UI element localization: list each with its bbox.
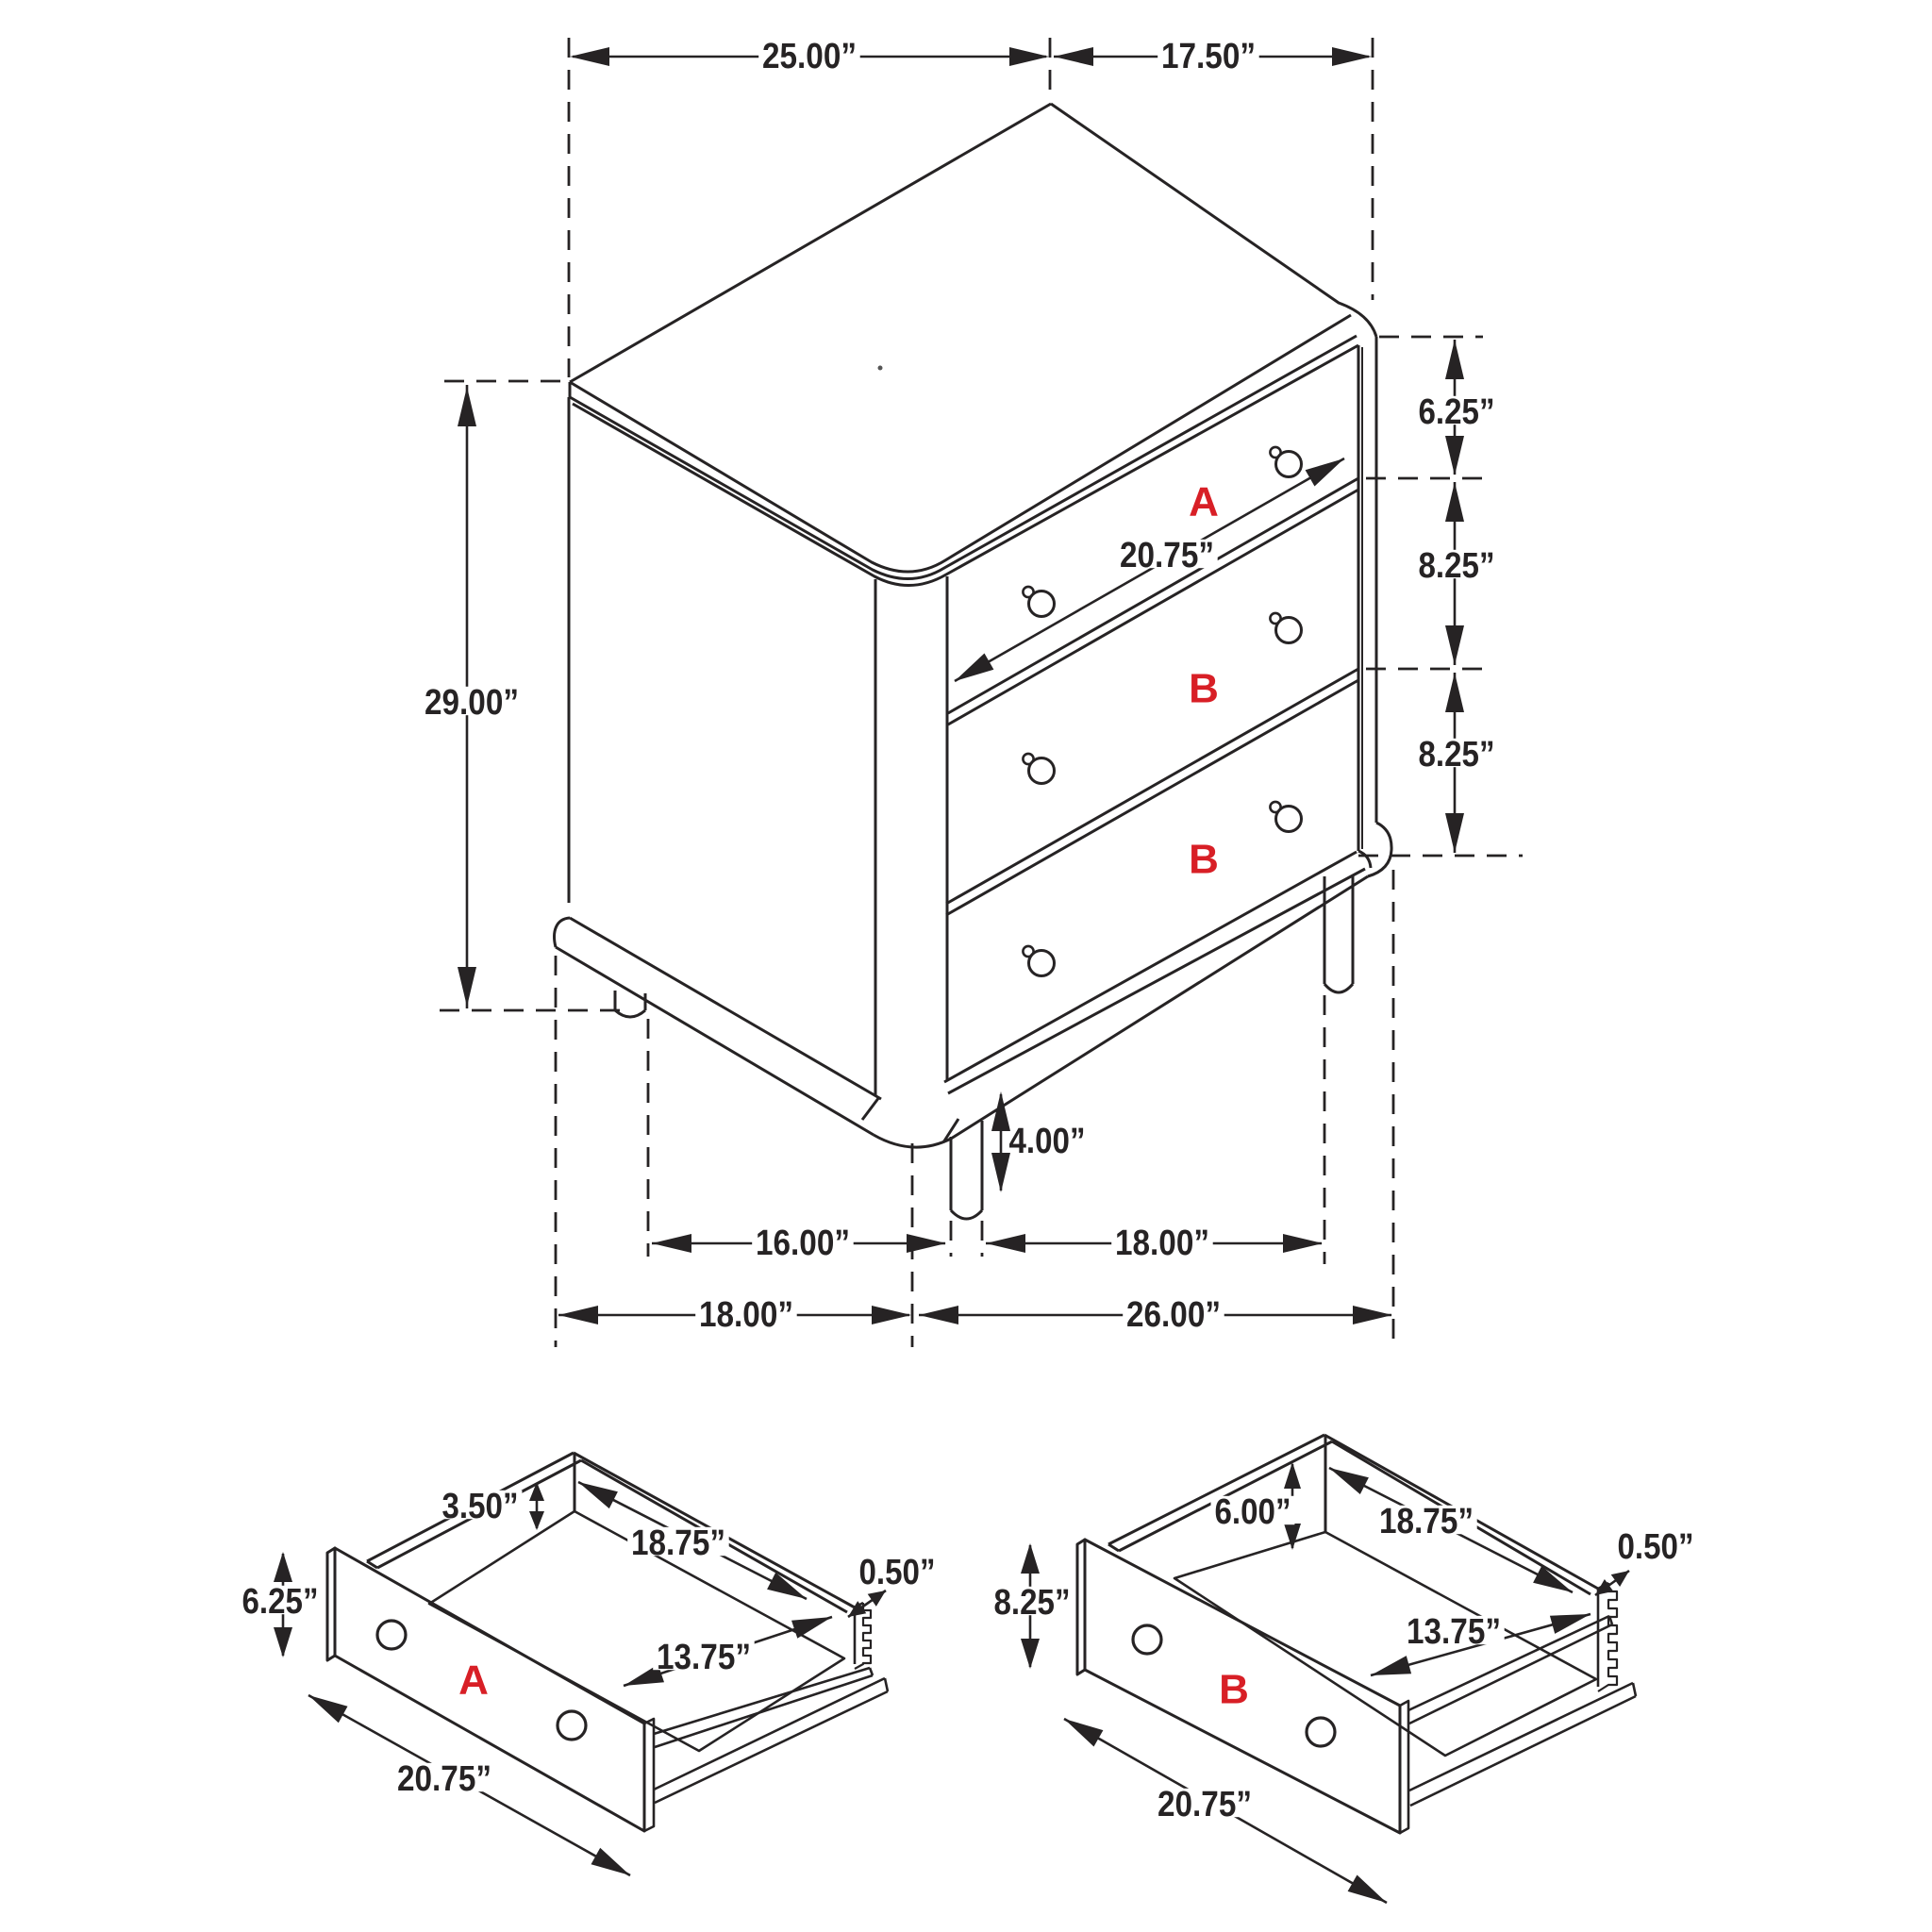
svg-text:20.75”: 20.75” bbox=[397, 1759, 491, 1799]
svg-text:6.00”: 6.00” bbox=[1215, 1492, 1291, 1532]
svg-text:B: B bbox=[1189, 837, 1219, 883]
svg-text:18.75”: 18.75” bbox=[631, 1524, 725, 1563]
svg-text:6.25”: 6.25” bbox=[1419, 392, 1495, 432]
svg-text:8.25”: 8.25” bbox=[994, 1583, 1071, 1623]
svg-text:A: A bbox=[458, 1657, 489, 1704]
svg-text:6.25”: 6.25” bbox=[242, 1582, 319, 1622]
svg-text:13.75”: 13.75” bbox=[1407, 1612, 1501, 1652]
svg-text:A: A bbox=[1189, 479, 1219, 525]
svg-text:8.25”: 8.25” bbox=[1419, 546, 1495, 586]
svg-text:20.75”: 20.75” bbox=[1158, 1785, 1252, 1824]
svg-text:25.00”: 25.00” bbox=[762, 37, 857, 76]
svg-text:29.00”: 29.00” bbox=[425, 683, 519, 723]
svg-text:16.00”: 16.00” bbox=[756, 1224, 850, 1263]
svg-text:0.50”: 0.50” bbox=[1618, 1527, 1694, 1567]
svg-text:B: B bbox=[1219, 1667, 1249, 1713]
svg-text:18.00”: 18.00” bbox=[1115, 1224, 1209, 1263]
svg-text:B: B bbox=[1189, 666, 1219, 712]
svg-text:18.00”: 18.00” bbox=[699, 1295, 793, 1335]
svg-text:20.75”: 20.75” bbox=[1120, 536, 1214, 575]
svg-text:3.50”: 3.50” bbox=[442, 1487, 519, 1526]
svg-text:17.50”: 17.50” bbox=[1161, 37, 1256, 76]
svg-text:13.75”: 13.75” bbox=[657, 1638, 751, 1677]
svg-text:26.00”: 26.00” bbox=[1126, 1295, 1221, 1335]
svg-text:4.00”: 4.00” bbox=[1009, 1122, 1086, 1161]
svg-text:18.75”: 18.75” bbox=[1379, 1502, 1474, 1541]
svg-text:0.50”: 0.50” bbox=[859, 1553, 936, 1592]
svg-text:8.25”: 8.25” bbox=[1419, 735, 1495, 774]
